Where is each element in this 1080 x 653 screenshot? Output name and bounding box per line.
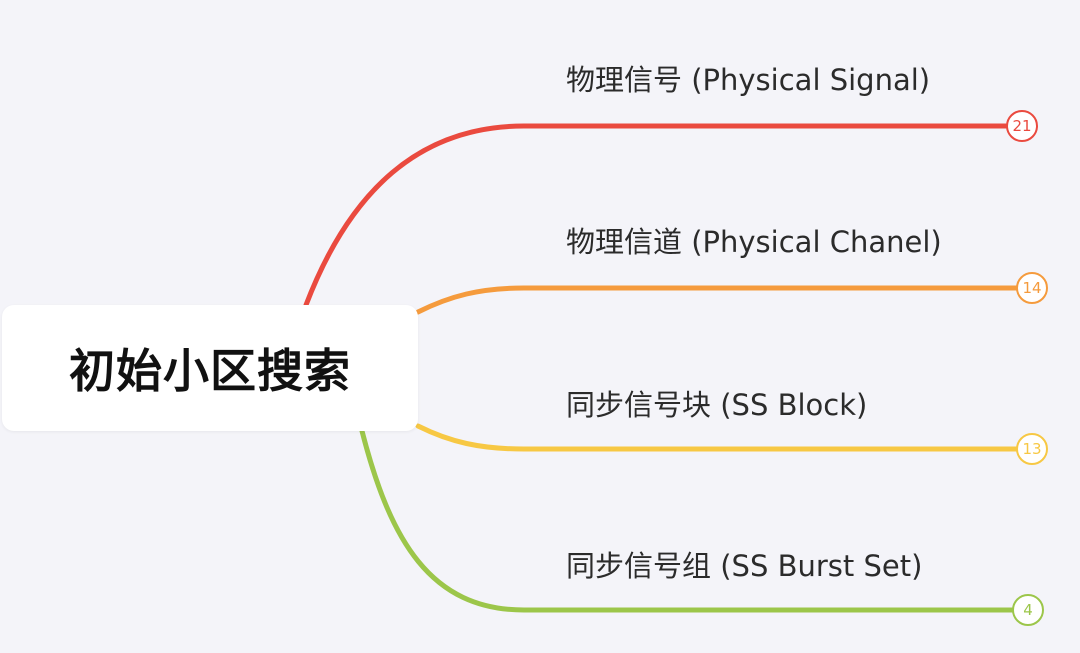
count-badge-3[interactable]: 13 bbox=[1016, 433, 1048, 465]
branch-connector-4 bbox=[359, 428, 1017, 613]
branch-label-ss-block[interactable]: 同步信号块 (SS Block) bbox=[566, 388, 868, 422]
count-badge-4-text: 4 bbox=[1023, 601, 1033, 619]
count-badge-1[interactable]: 21 bbox=[1006, 110, 1038, 142]
branch-connector-3 bbox=[415, 423, 1021, 452]
branch-label-physical-channel[interactable]: 物理信道 (Physical Chanel) bbox=[566, 225, 942, 259]
count-badge-1-text: 21 bbox=[1012, 117, 1031, 135]
count-badge-2-text: 14 bbox=[1022, 279, 1041, 297]
branch-label-ss-burst-set[interactable]: 同步信号组 (SS Burst Set) bbox=[566, 549, 923, 583]
branch-label-physical-signal[interactable]: 物理信号 (Physical Signal) bbox=[566, 63, 931, 97]
root-node[interactable]: 初始小区搜索 bbox=[2, 305, 418, 431]
root-node-title: 初始小区搜索 bbox=[69, 344, 351, 398]
count-badge-2[interactable]: 14 bbox=[1016, 272, 1048, 304]
branch-connector-1 bbox=[303, 123, 1011, 308]
branch-connector-2 bbox=[415, 285, 1021, 315]
count-badge-4[interactable]: 4 bbox=[1012, 594, 1044, 626]
count-badge-3-text: 13 bbox=[1022, 440, 1041, 458]
